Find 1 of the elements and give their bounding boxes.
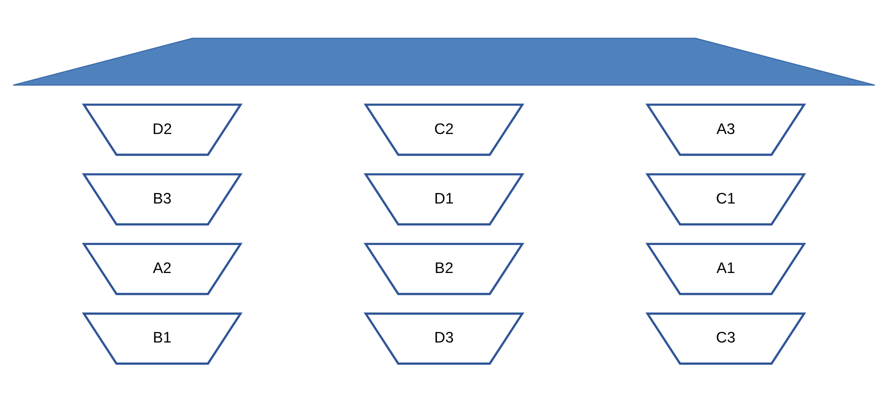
node-trapezoid bbox=[12, 37, 876, 86]
